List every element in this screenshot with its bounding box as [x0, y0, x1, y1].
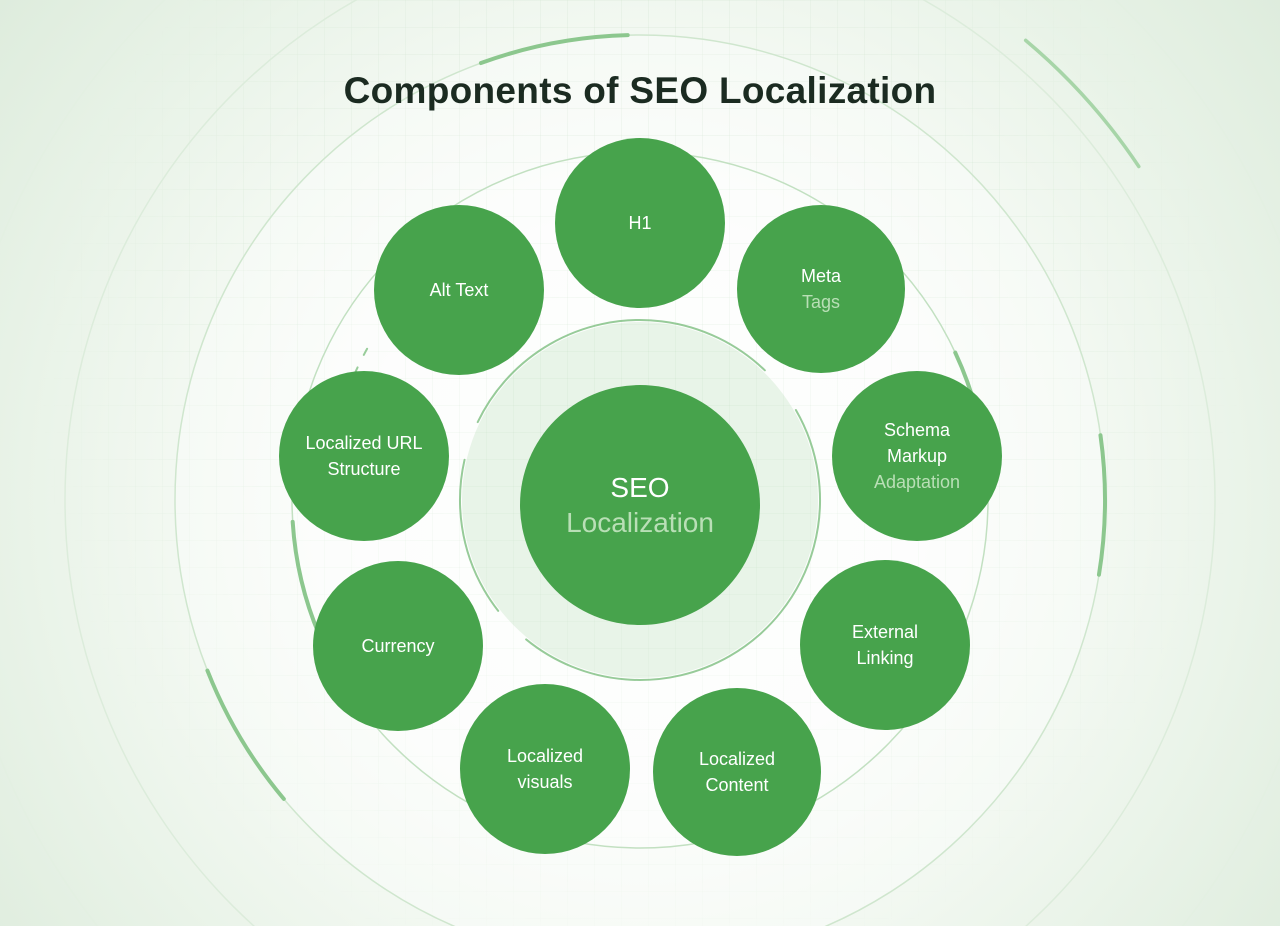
node-label-line: Linking: [856, 648, 914, 668]
node-label-line: Localized: [506, 746, 584, 766]
node-h1: H1: [555, 138, 725, 308]
node-label-line: Structure: [327, 459, 401, 479]
node-label-line: H1: [628, 213, 652, 233]
node-alt-text: Alt Text: [374, 205, 544, 375]
page-title: Components of SEO Localization: [343, 70, 937, 111]
node-label-line: External: [851, 622, 919, 642]
node-label-line: visuals: [517, 772, 573, 792]
node-label-line: Tags: [801, 292, 841, 312]
node-label-line: Schema: [883, 420, 951, 440]
node-label-line: Meta: [800, 266, 842, 286]
center-node-label-line: Localization: [566, 507, 714, 538]
node-label-line: Content: [705, 775, 769, 795]
node-label-line: Alt Text: [429, 280, 489, 300]
node-currency: Currency: [313, 561, 483, 731]
node-localized-visuals: Localized visuals: [460, 684, 630, 854]
node-localized-url-structure: Localized URL Structure: [279, 371, 449, 541]
node-label-line: Localized: [698, 749, 776, 769]
node-label-line: Currency: [361, 636, 435, 656]
node-label-line: Localized URL: [305, 433, 423, 453]
node-label-line: Adaptation: [873, 472, 961, 492]
center-node-seo-localization: SEO Localization: [520, 385, 760, 625]
node-label-line: Markup: [886, 446, 948, 466]
center-node-label-line: SEO: [610, 472, 670, 503]
